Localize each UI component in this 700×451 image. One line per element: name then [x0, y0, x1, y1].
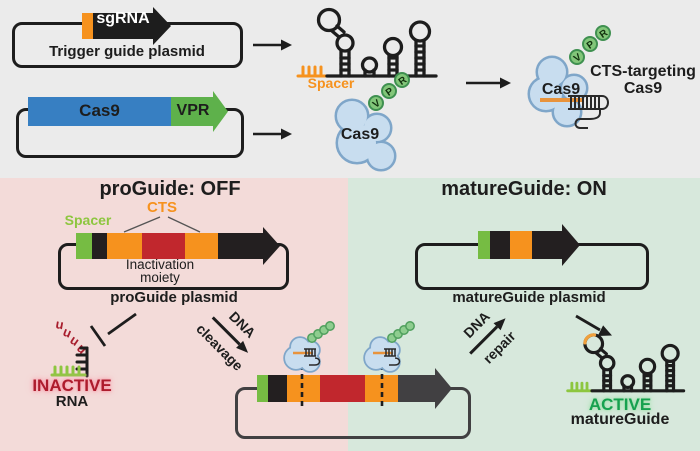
- cts-pointer-lines-icon: [123, 216, 201, 233]
- cut-construct-icon: [257, 365, 452, 409]
- arrow-diagonal-icon: [575, 314, 612, 336]
- repaired-junction-icon: [583, 333, 597, 345]
- cts-targeting-label-line2: Cas9: [623, 80, 663, 97]
- proguide-construct-icon: [76, 227, 280, 265]
- dna-repair-group: DNA repair: [443, 291, 536, 384]
- vpr-beads-icon: V P R: [368, 72, 410, 111]
- vpr-gene-label: VPR: [176, 102, 210, 119]
- arrow-right-icon: [253, 128, 292, 140]
- sgrna-gene-arrow-icon: [82, 7, 171, 45]
- active-matureguide-icon: [566, 333, 686, 393]
- inactivation-moiety-line1: Inactivation: [125, 257, 195, 272]
- inactive-status-label: INACTIVE: [32, 376, 112, 395]
- matureguide-on-panel: [348, 178, 700, 451]
- arrow-right-icon: [466, 77, 511, 89]
- proguide-plasmid-label: proGuide plasmid: [110, 289, 238, 306]
- mini-cas9-icon: [283, 321, 335, 373]
- sgrna-structure-icon: [296, 7, 438, 78]
- dna-cleavage-group: DNA cleavage: [180, 289, 278, 387]
- active-status-label: ACTIVE: [588, 395, 652, 414]
- inactive-kind-label: RNA: [55, 393, 89, 410]
- inhibition-tbar-icon: [89, 312, 137, 347]
- sgrna-gene-label: sgRNA: [96, 10, 150, 27]
- dna-cleavage-arrow-icon: [211, 316, 249, 353]
- bound-scaffold-icon: [568, 95, 609, 129]
- cas9-vpr-gene-icon: [28, 91, 228, 132]
- svg-text:u: u: [54, 316, 64, 332]
- inactive-rna-icon: u u u u: [50, 316, 90, 378]
- cas9-gene-label: Cas9: [79, 101, 120, 120]
- active-kind-label: matureGuide: [570, 411, 670, 428]
- vpr-beads-icon: V P R: [569, 25, 611, 65]
- spacer-label-top: Spacer: [307, 75, 355, 91]
- trigger-plasmid-label: Trigger guide plasmid: [49, 43, 205, 60]
- cas9-complex-label: Cas9: [341, 126, 379, 143]
- arrow-right-icon: [253, 39, 292, 51]
- proguide-off-panel: [0, 178, 348, 451]
- inactivation-moiety-line2: moiety: [140, 270, 180, 285]
- matureguide-plasmid-label: matureGuide plasmid: [452, 289, 606, 306]
- cas9-vpr-complex-icon: Cas9 V P R: [334, 72, 410, 172]
- mini-cas9-icon: [363, 321, 415, 373]
- spacer-label-left: Spacer: [64, 212, 112, 228]
- cts-label: CTS: [147, 199, 177, 216]
- dna-repair-arrow-icon: [469, 318, 506, 355]
- cts-targeting-cas9-icon: Cas9 V P R: [527, 25, 611, 129]
- cts-cas9-label: Cas9: [542, 81, 580, 98]
- on-panel-title: matureGuide: ON: [441, 178, 607, 200]
- cts-targeting-label-line1: CTS-targeting: [590, 63, 696, 80]
- matureguide-construct-icon: [478, 224, 580, 266]
- off-panel-title: proGuide: OFF: [99, 178, 241, 200]
